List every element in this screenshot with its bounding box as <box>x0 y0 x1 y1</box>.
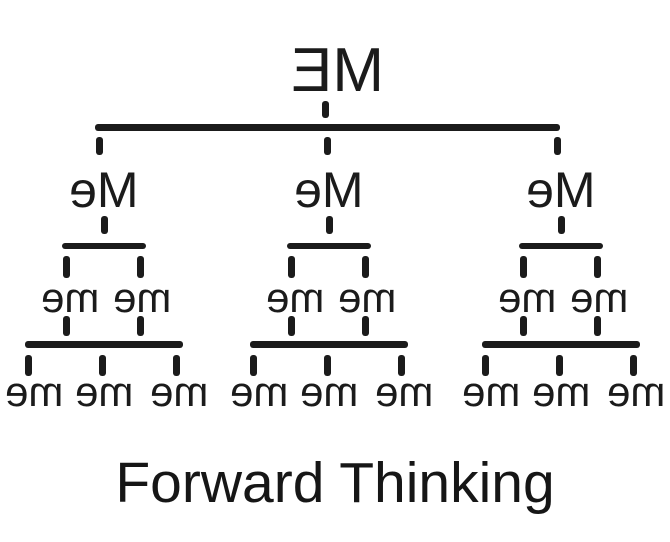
mid-node-label: me <box>569 274 629 321</box>
branch-node-label: Me <box>69 162 139 218</box>
mid-node: me <box>35 274 105 321</box>
branch-node-label: Me <box>526 162 596 218</box>
connector-dash <box>63 316 70 336</box>
connector-dash <box>96 137 103 155</box>
level3-branch-bar <box>250 341 408 348</box>
leaf-node-label: me <box>229 368 289 415</box>
connector-dash <box>63 256 70 278</box>
leaf-node: me <box>531 368 591 415</box>
connector-dash <box>322 101 329 118</box>
mid-node: me <box>332 274 402 321</box>
connector-dash <box>25 355 32 376</box>
leaf-node: me <box>606 368 666 415</box>
connector-dash <box>137 316 144 336</box>
mid-node: me <box>564 274 634 321</box>
leaf-node-label: me <box>374 368 434 415</box>
connector-dash <box>554 137 561 155</box>
root-node-label: ME <box>290 36 384 105</box>
leaf-node: me <box>149 368 209 415</box>
connector-dash <box>630 355 637 376</box>
level2-branch-bar <box>287 243 371 249</box>
level3-branch-bar <box>25 341 183 348</box>
mid-node-label: me <box>497 274 557 321</box>
connector-dash <box>288 256 295 278</box>
connector-dash <box>482 355 489 376</box>
branch-node: Me <box>481 162 641 218</box>
branch-node: Me <box>24 162 184 218</box>
connector-dash <box>594 316 601 336</box>
leaf-node-label: me <box>4 368 64 415</box>
leaf-node: me <box>374 368 434 415</box>
mid-node-label: me <box>337 274 397 321</box>
mid-node: me <box>260 274 330 321</box>
connector-dash <box>362 316 369 336</box>
mid-node-label: me <box>265 274 325 321</box>
branch-node: Me <box>249 162 409 218</box>
connector-dash <box>558 216 565 234</box>
leaf-node-label: me <box>74 368 134 415</box>
subtree-right: Me me me me me me <box>462 162 665 415</box>
leaf-node: me <box>4 368 64 415</box>
connector-dash <box>362 256 369 278</box>
leaf-node: me <box>299 368 359 415</box>
leaf-node: me <box>74 368 134 415</box>
connector-dash <box>99 355 106 376</box>
mid-node: me <box>107 274 177 321</box>
leaf-node: me <box>229 368 289 415</box>
leaf-node-label: me <box>606 368 666 415</box>
connector-dash <box>594 256 601 278</box>
root-node: ME <box>237 36 437 105</box>
connector-dash <box>398 355 405 376</box>
subtree-left: Me me me me me me <box>5 162 208 415</box>
mid-node: me <box>492 274 562 321</box>
connector-dash <box>288 316 295 336</box>
connector-dash <box>173 355 180 376</box>
connector-dash <box>250 355 257 376</box>
level2-branch-bar <box>519 243 603 249</box>
caption-text: Forward Thinking <box>115 451 555 515</box>
leaf-node-label: me <box>461 368 521 415</box>
subtree-center: Me me me me me me <box>230 162 433 415</box>
leaf-node: me <box>461 368 521 415</box>
level2-branch-bar <box>62 243 146 249</box>
level3-branch-bar <box>482 341 640 348</box>
leaf-node-label: me <box>149 368 209 415</box>
connector-dash <box>324 137 331 155</box>
mid-node-label: me <box>112 274 172 321</box>
connector-dash <box>137 256 144 278</box>
connector-dash <box>520 256 527 278</box>
branch-node-label: Me <box>294 162 364 218</box>
connector-dash <box>101 216 108 234</box>
connector-dash <box>324 355 331 376</box>
level1-branch-bar <box>95 124 560 131</box>
leaf-node-label: me <box>299 368 359 415</box>
connector-dash <box>326 216 333 234</box>
connector-dash <box>520 316 527 336</box>
mid-node-label: me <box>40 274 100 321</box>
connector-dash <box>556 355 563 376</box>
leaf-node-label: me <box>531 368 591 415</box>
